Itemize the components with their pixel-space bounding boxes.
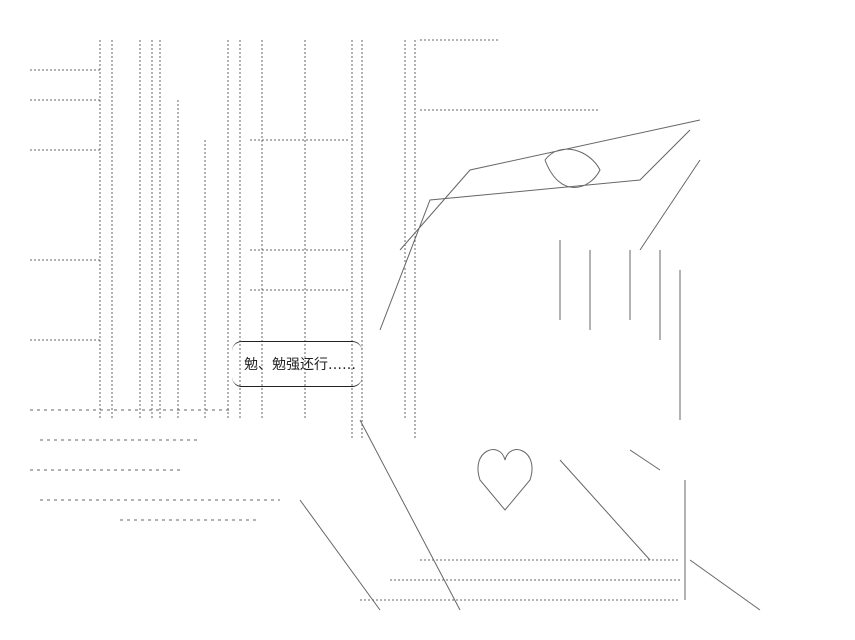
speech-bubble-text: 勉、勉强还行…… xyxy=(244,357,356,373)
building-left xyxy=(30,39,600,440)
character-lines xyxy=(299,119,761,611)
speech-bubble: 勉、勉强还行…… xyxy=(232,341,362,387)
ground-strokes xyxy=(30,409,280,521)
